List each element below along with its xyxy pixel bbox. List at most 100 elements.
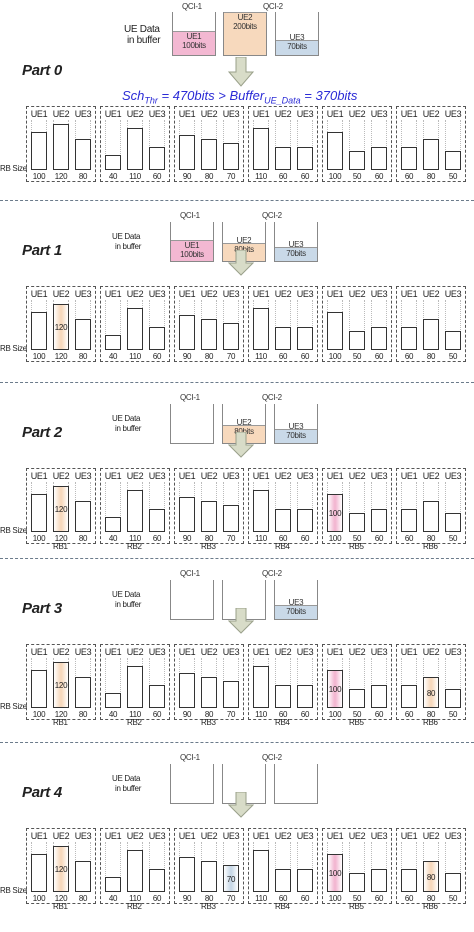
rb-size-bar [223, 681, 239, 708]
formula-text: Sch [122, 88, 145, 103]
rb-size-bar [149, 509, 165, 532]
ue-column-label: UE1 [326, 647, 344, 657]
rb-size-bar [445, 151, 461, 170]
rb-size-bar [349, 331, 365, 350]
rb-size-value: 40 [108, 534, 118, 543]
ue-column-label: UE3 [74, 831, 92, 841]
rb-size-value: 50 [448, 710, 458, 719]
rb-size-value: 60 [278, 894, 288, 903]
rb-size-bar [201, 861, 217, 892]
rb-size-value: 80 [426, 894, 436, 903]
rb-size-bar [75, 319, 91, 350]
ue-column-label: UE3 [296, 289, 314, 299]
rb-group-frame [396, 286, 466, 362]
rb-size-bar [223, 143, 239, 170]
rb-size-bar [127, 308, 143, 350]
rb-size-value: 90 [182, 352, 192, 361]
rb-size-bar [31, 494, 47, 532]
buffer-fill [275, 247, 317, 261]
ue-column-guide [275, 842, 291, 892]
ue-column-label: UE1 [400, 289, 418, 299]
qci1-label: QCI-1 [180, 753, 200, 762]
rb-size-bar [253, 666, 269, 708]
ue-column-label: UE3 [222, 647, 240, 657]
ue-column-label: UE3 [148, 109, 166, 119]
rb-name-label: RB3 [201, 542, 216, 551]
rb-size-bar [179, 497, 195, 532]
rb-size-value: 70 [226, 534, 236, 543]
buffer-ue-label: UE2 [236, 236, 252, 245]
ue-column-label: UE2 [274, 289, 292, 299]
ue-data-label: UE Data [112, 590, 141, 599]
rb-size-value: 60 [374, 534, 384, 543]
rb-size-bar [445, 513, 461, 532]
rb-size-value: 60 [152, 894, 162, 903]
formula-subscript: UE_Data [264, 95, 301, 106]
rb-size-value: 80 [78, 710, 88, 719]
rb-size-bar [401, 685, 417, 708]
ue-column-guide [149, 482, 165, 532]
ue-column-guide [349, 842, 365, 892]
rb-size-label: RB Size [0, 344, 27, 353]
rb-size-value: 50 [352, 710, 362, 719]
rb-size-bar [105, 693, 121, 708]
rb-size-value: 80 [204, 172, 214, 181]
rb-size-value: 90 [182, 894, 192, 903]
formula-text: = 470bits > [157, 88, 230, 103]
rb-size-bar [31, 670, 47, 708]
rb-size-bar [297, 869, 313, 892]
ue-column-label: UE2 [52, 109, 70, 119]
in-buffer-label: in buffer [127, 35, 161, 46]
rb-size-bar [349, 513, 365, 532]
rb-size-bar [127, 490, 143, 532]
ue-column-label: UE3 [444, 109, 462, 119]
ue-column-guide [401, 658, 417, 708]
rb-name-label: RB3 [201, 902, 216, 911]
rb-size-value: 60 [404, 352, 414, 361]
rb-group-frame [322, 828, 392, 904]
ue-column-guide [105, 300, 121, 350]
ue-column-label: UE3 [370, 647, 388, 657]
buffer-fill [173, 31, 215, 55]
rb-size-value: 100 [328, 534, 342, 543]
rb-name-label: RB2 [127, 542, 142, 551]
rb-size-value: 40 [108, 710, 118, 719]
rb-size-value: 80 [426, 710, 436, 719]
rb-size-value: 40 [108, 172, 118, 181]
rb-group-frame [100, 828, 170, 904]
rb-size-bar [201, 677, 217, 708]
rb-size-value: 60 [300, 710, 310, 719]
ue-column-guide [149, 842, 165, 892]
ue-column-label: UE2 [348, 109, 366, 119]
in-buffer-label: in buffer [115, 424, 142, 433]
rb-size-bar [423, 139, 439, 170]
ue-column-label: UE1 [400, 109, 418, 119]
ue-data-label: UE Data [112, 232, 141, 241]
ue-column-guide [349, 120, 365, 170]
rb-group-frame [248, 286, 318, 362]
ue-column-guide [445, 842, 461, 892]
rb-size-value: 110 [129, 534, 141, 543]
rb-size-value: 90 [182, 710, 192, 719]
rb-name-label: RB5 [349, 902, 364, 911]
rb-group-frame [100, 468, 170, 544]
rb-size-bar: 120 [53, 486, 69, 532]
ue-column-label: UE2 [200, 471, 218, 481]
rb-size-bar [179, 135, 195, 170]
rb-size-bar [179, 315, 195, 350]
rb-size-bar: 80 [423, 677, 439, 708]
rb-size-value: 60 [300, 352, 310, 361]
ue-column-label: UE3 [74, 647, 92, 657]
rb-size-bar [105, 517, 121, 532]
rb-name-label: RB1 [53, 718, 68, 727]
ue-column-guide [275, 482, 291, 532]
down-arrow-icon [228, 57, 254, 87]
rb-size-bar [327, 132, 343, 170]
ue-column-label: UE2 [274, 647, 292, 657]
ue-column-guide [445, 300, 461, 350]
ue-column-label: UE2 [422, 109, 440, 119]
